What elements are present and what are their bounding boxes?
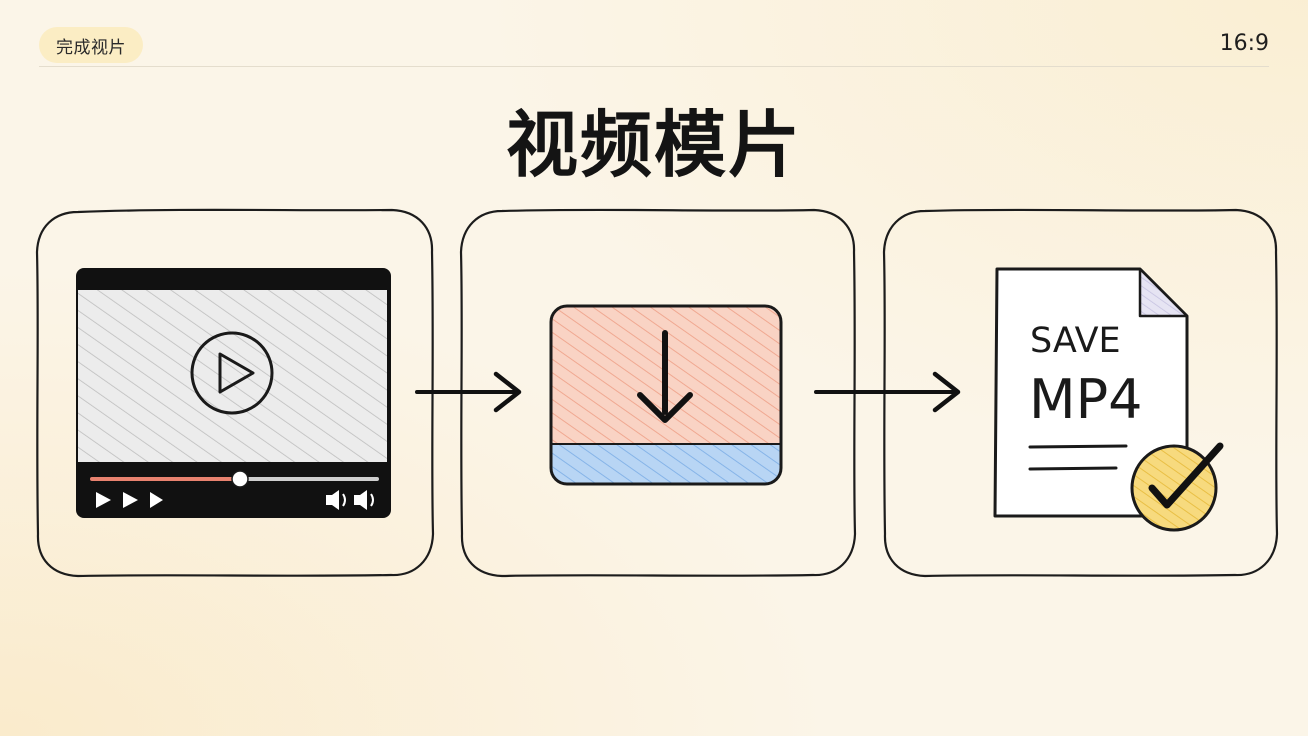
save-mp4-file-icon: SAVE MP4 — [993, 267, 1189, 518]
step-card-video — [35, 208, 435, 578]
file-label-format: MP4 — [1029, 368, 1143, 431]
arrow-right-icon — [814, 371, 961, 413]
header-badge: 完成视片 — [39, 27, 143, 63]
header-divider — [39, 66, 1269, 67]
step-card-save — [882, 208, 1279, 578]
aspect-ratio-label: 16:9 — [1219, 31, 1269, 56]
video-player-icon — [76, 268, 391, 518]
file-label-save: SAVE — [1030, 321, 1121, 361]
step-card-download — [459, 208, 857, 578]
check-circle-icon — [1130, 442, 1224, 532]
header-badge-label: 完成视片 — [56, 37, 126, 58]
page-title: 视频模片 — [505, 103, 802, 187]
download-icon — [549, 304, 783, 486]
arrow-right-icon — [415, 371, 522, 413]
